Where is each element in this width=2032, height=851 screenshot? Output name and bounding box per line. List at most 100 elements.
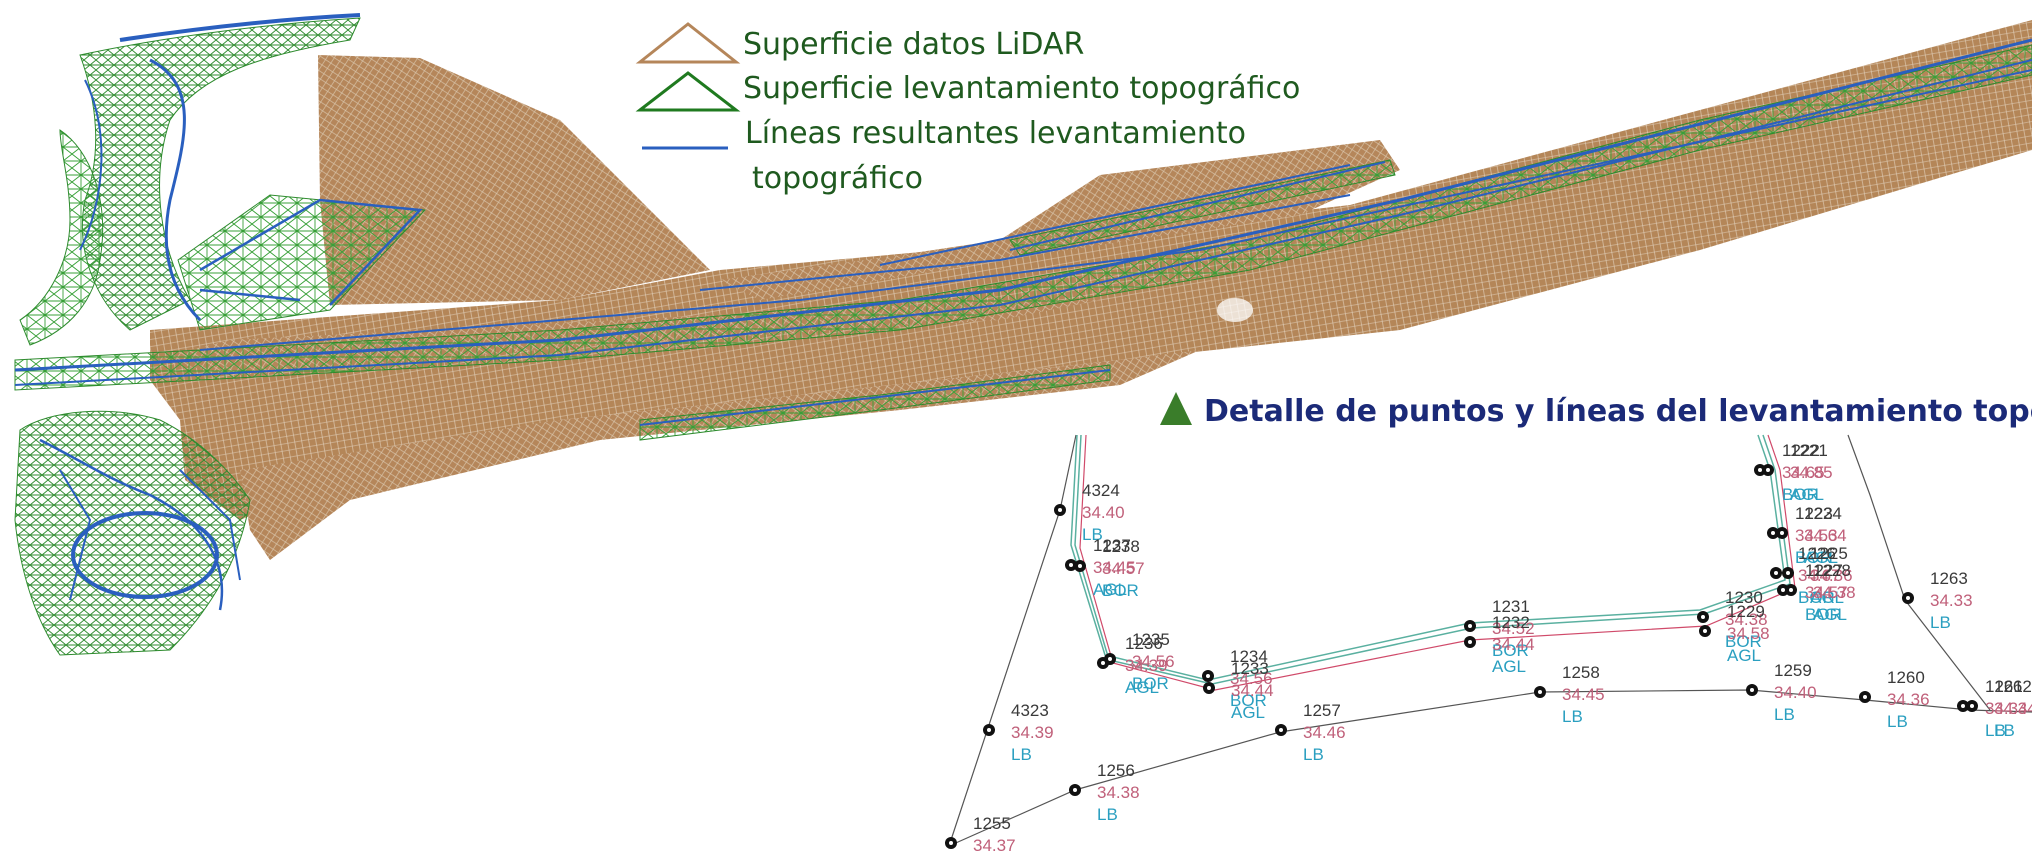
point-code: BOR xyxy=(1782,485,1819,504)
point-elevation: 34.45 xyxy=(1562,685,1605,704)
point-code: BOR xyxy=(1795,548,1832,567)
green-triangle-icon xyxy=(1160,392,1192,425)
survey-point-marker-center xyxy=(1906,596,1910,600)
survey-point-marker-center xyxy=(1774,571,1778,575)
point-code: AGL xyxy=(1813,605,1847,624)
point-code: LB xyxy=(1985,721,2006,740)
point-id: 1229 xyxy=(1727,602,1765,621)
point-elevation: 34.44 xyxy=(1492,635,1535,654)
point-code: AGL xyxy=(1093,580,1127,599)
point-id: 1234 xyxy=(1230,647,1268,666)
point-id: 1260 xyxy=(1887,668,1925,687)
survey-point-marker-center xyxy=(1468,640,1472,644)
point-code: LB xyxy=(1097,805,1118,824)
topo-surface xyxy=(14,17,2032,656)
point-elevation: 34.34 xyxy=(1985,699,2028,718)
point-elevation: 34.65 xyxy=(1782,463,1825,482)
survey-point-marker-center xyxy=(987,728,991,732)
legend-item-lines: Líneas resultantes levantamiento topográ… xyxy=(642,116,1246,196)
survey-point-marker-center xyxy=(1771,531,1775,535)
survey-point-marker-center xyxy=(1781,588,1785,592)
survey-lines xyxy=(14,13,2032,611)
point-code: BOR xyxy=(1102,581,1139,600)
point-id: 1230 xyxy=(1725,588,1763,607)
point-id: 4324 xyxy=(1082,481,1120,500)
point-elevation: 34.46 xyxy=(1303,723,1346,742)
point-id: 1228 xyxy=(1813,561,1851,580)
point-id: 1224 xyxy=(1804,504,1842,523)
survey-point-marker-center xyxy=(1069,563,1073,567)
point-id: 1226 xyxy=(1798,544,1836,563)
point-code: LB xyxy=(1082,525,1103,544)
point-elevation: 34.56 xyxy=(1132,652,1175,671)
point-elevation: 34.44 xyxy=(1231,681,1274,700)
point-id: 1256 xyxy=(1097,761,1135,780)
survey-point-marker-center xyxy=(1961,704,1965,708)
survey-point-marker-center xyxy=(1073,788,1077,792)
survey-point-marker-center xyxy=(1207,686,1211,690)
legend-lines-label-line2: topográfico xyxy=(752,161,923,196)
point-elevation: 34.40 xyxy=(1082,503,1125,522)
survey-point-marker-center xyxy=(1970,704,1974,708)
point-id: 1232 xyxy=(1492,613,1530,632)
point-id: 1263 xyxy=(1930,569,1968,588)
legend-item-topo: Superficie levantamiento topográfico xyxy=(635,71,1300,112)
point-code: BOR xyxy=(1132,674,1169,693)
point-elevation: 34.34 xyxy=(1994,699,2032,718)
legend-topo-label: Superficie levantamiento topográfico xyxy=(743,71,1300,106)
point-id: 1222 xyxy=(1782,441,1820,460)
point-code: BOR xyxy=(1492,641,1529,660)
point-elevation: 34.52 xyxy=(1492,619,1535,638)
detail-points: 432434.40LB123734.45AGL123834.57BOR12353… xyxy=(945,441,2032,851)
point-elevation: 34.57 xyxy=(1102,559,1145,578)
point-code: BOR xyxy=(1798,588,1835,607)
point-code: AGL xyxy=(1492,657,1526,676)
point-code: LB xyxy=(1887,712,1908,731)
point-code: AGL xyxy=(1727,646,1761,665)
survey-point-marker-center xyxy=(1766,468,1770,472)
point-id: 1233 xyxy=(1231,659,1269,678)
point-code: AGL xyxy=(1231,703,1265,722)
legend-lines-label-line1: Líneas resultantes levantamiento xyxy=(745,116,1246,151)
point-elevation: 34.67 xyxy=(1798,566,1841,585)
survey-point-marker-center xyxy=(1758,468,1762,472)
point-code: LB xyxy=(1011,745,1032,764)
survey-point-marker-center xyxy=(1538,690,1542,694)
point-elevation: 34.38 xyxy=(1813,583,1856,602)
point-elevation: 34.38 xyxy=(1725,610,1768,629)
legend-item-lidar: Superficie datos LiDAR xyxy=(635,22,1084,64)
brown-triangle-icon xyxy=(635,22,741,64)
point-code: LB xyxy=(1303,745,1324,764)
point-id: 1227 xyxy=(1805,561,1843,580)
legend: Superficie datos LiDAR Superficie levant… xyxy=(635,22,1300,196)
survey-point-marker-center xyxy=(1078,564,1082,568)
point-code: BOR xyxy=(1805,605,1842,624)
survey-point-marker-center xyxy=(1750,688,1754,692)
point-code: AGL xyxy=(1804,548,1838,567)
point-id: 4323 xyxy=(1011,701,1049,720)
point-code: LB xyxy=(1994,721,2015,740)
detail-header: Detalle de puntos y líneas del levantami… xyxy=(1160,392,2032,429)
point-elevation: 34.45 xyxy=(1093,558,1136,577)
point-id: 1237 xyxy=(1093,536,1131,555)
